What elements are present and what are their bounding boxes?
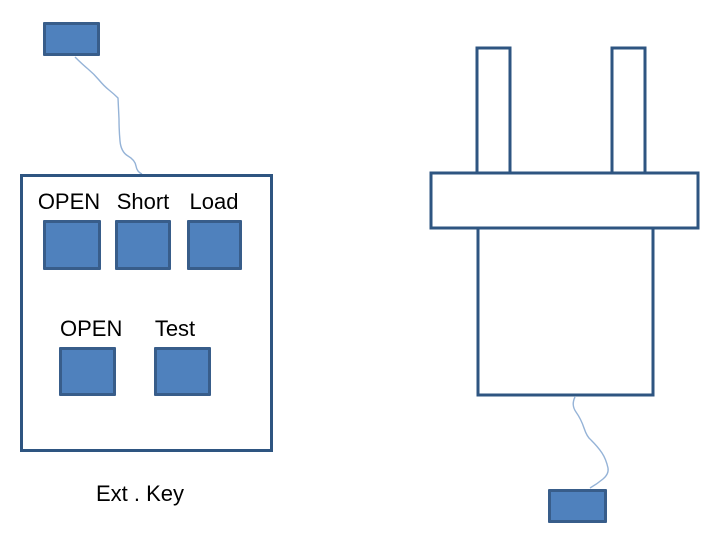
key-button-open-2 (59, 347, 116, 396)
button-label-short: Short (116, 189, 170, 214)
key-button-short (115, 220, 171, 270)
remote-key-top (43, 22, 100, 56)
cable-top-icon (74, 56, 143, 175)
panel-caption: Ext . Key (95, 481, 185, 506)
plug-left-prong (475, 46, 512, 174)
key-button-open-1 (43, 220, 101, 270)
plug-body (476, 228, 655, 397)
cable-bottom-icon (572, 396, 609, 489)
button-label-open-1: OPEN (37, 189, 101, 214)
button-label-test: Test (154, 316, 196, 341)
ext-key-panel (20, 174, 273, 452)
key-button-load (187, 220, 242, 270)
key-button-test (154, 347, 211, 396)
plug-right-prong (610, 46, 647, 174)
button-label-open-2: OPEN (60, 316, 123, 341)
remote-key-bottom (548, 489, 607, 523)
plug-bar (429, 171, 700, 230)
button-label-load: Load (189, 189, 239, 214)
